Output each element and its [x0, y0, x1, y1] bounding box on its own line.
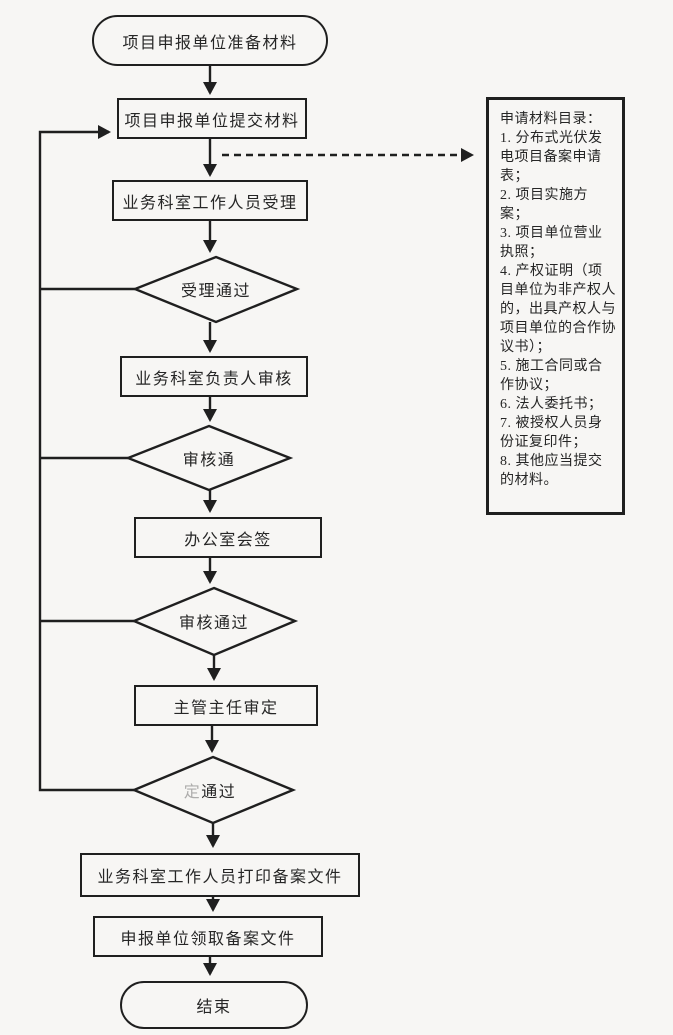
- decision-d4-faint-char: 定: [183, 784, 202, 801]
- node-review: 业务科室负责人审核: [120, 356, 308, 397]
- node-start: 项目申报单位准备材料: [92, 15, 328, 66]
- materials-item: 3. 项目单位营业执照；: [500, 226, 603, 260]
- decision-d3-shape: [130, 586, 299, 657]
- node-countersign-label: 办公室会签: [184, 531, 272, 549]
- node-print-label: 业务科室工作人员打印备案文件: [97, 869, 343, 886]
- node-start-label: 项目申报单位准备材料: [122, 34, 298, 52]
- node-submit-label: 项目申报单位提交材料: [124, 112, 300, 130]
- node-submit: 项目申报单位提交材料: [117, 98, 307, 139]
- materials-item: 1. 分布式光伏发电项目备案申请表；: [500, 131, 603, 184]
- node-countersign: 办公室会签: [134, 517, 322, 558]
- materials-item: 8. 其他应当提交的材料。: [500, 454, 603, 488]
- decision-d2-shape: [124, 424, 294, 492]
- node-receive: 申报单位领取备案文件: [93, 916, 323, 957]
- decision-d1-label: 受理通过: [180, 283, 252, 300]
- node-director-label: 主管主任审定: [173, 699, 279, 717]
- node-receive-label: 申报单位领取备案文件: [120, 930, 296, 948]
- materials-item: 7. 被授权人员身份证复印件；: [500, 416, 603, 450]
- node-end-label: 结束: [196, 999, 232, 1016]
- decision-d2-label: 审核通: [182, 452, 236, 469]
- materials-item: 5. 施工合同或合作协议；: [500, 359, 603, 393]
- decision-d1-shape: [131, 255, 301, 324]
- materials-panel: 申请材料目录： 1. 分布式光伏发电项目备案申请表； 2. 项目实施方案； 3.…: [486, 97, 625, 515]
- node-review-label: 业务科室负责人审核: [135, 370, 293, 388]
- decision-d4-shape: [130, 755, 297, 825]
- decision-d3-label: 审核通过: [178, 615, 250, 632]
- materials-item: 2. 项目实施方案；: [500, 188, 588, 222]
- node-accept: 业务科室工作人员受理: [112, 180, 308, 221]
- node-end: 结束: [120, 981, 308, 1029]
- decision-d4-label: 定通过: [184, 778, 237, 802]
- node-director: 主管主任审定: [134, 685, 318, 726]
- node-print: 业务科室工作人员打印备案文件: [80, 853, 360, 897]
- materials-panel-title: 申请材料目录：: [500, 112, 602, 127]
- decision-d4-label-text: 通过: [201, 784, 237, 801]
- materials-item: 4. 产权证明（项目单位为非产权人的，出具产权人与项目单位的合作协议书）；: [500, 264, 616, 355]
- materials-item: 6. 法人委托书；: [500, 397, 603, 412]
- edge-feedback-loop: [38, 125, 134, 792]
- node-accept-label: 业务科室工作人员受理: [122, 194, 298, 212]
